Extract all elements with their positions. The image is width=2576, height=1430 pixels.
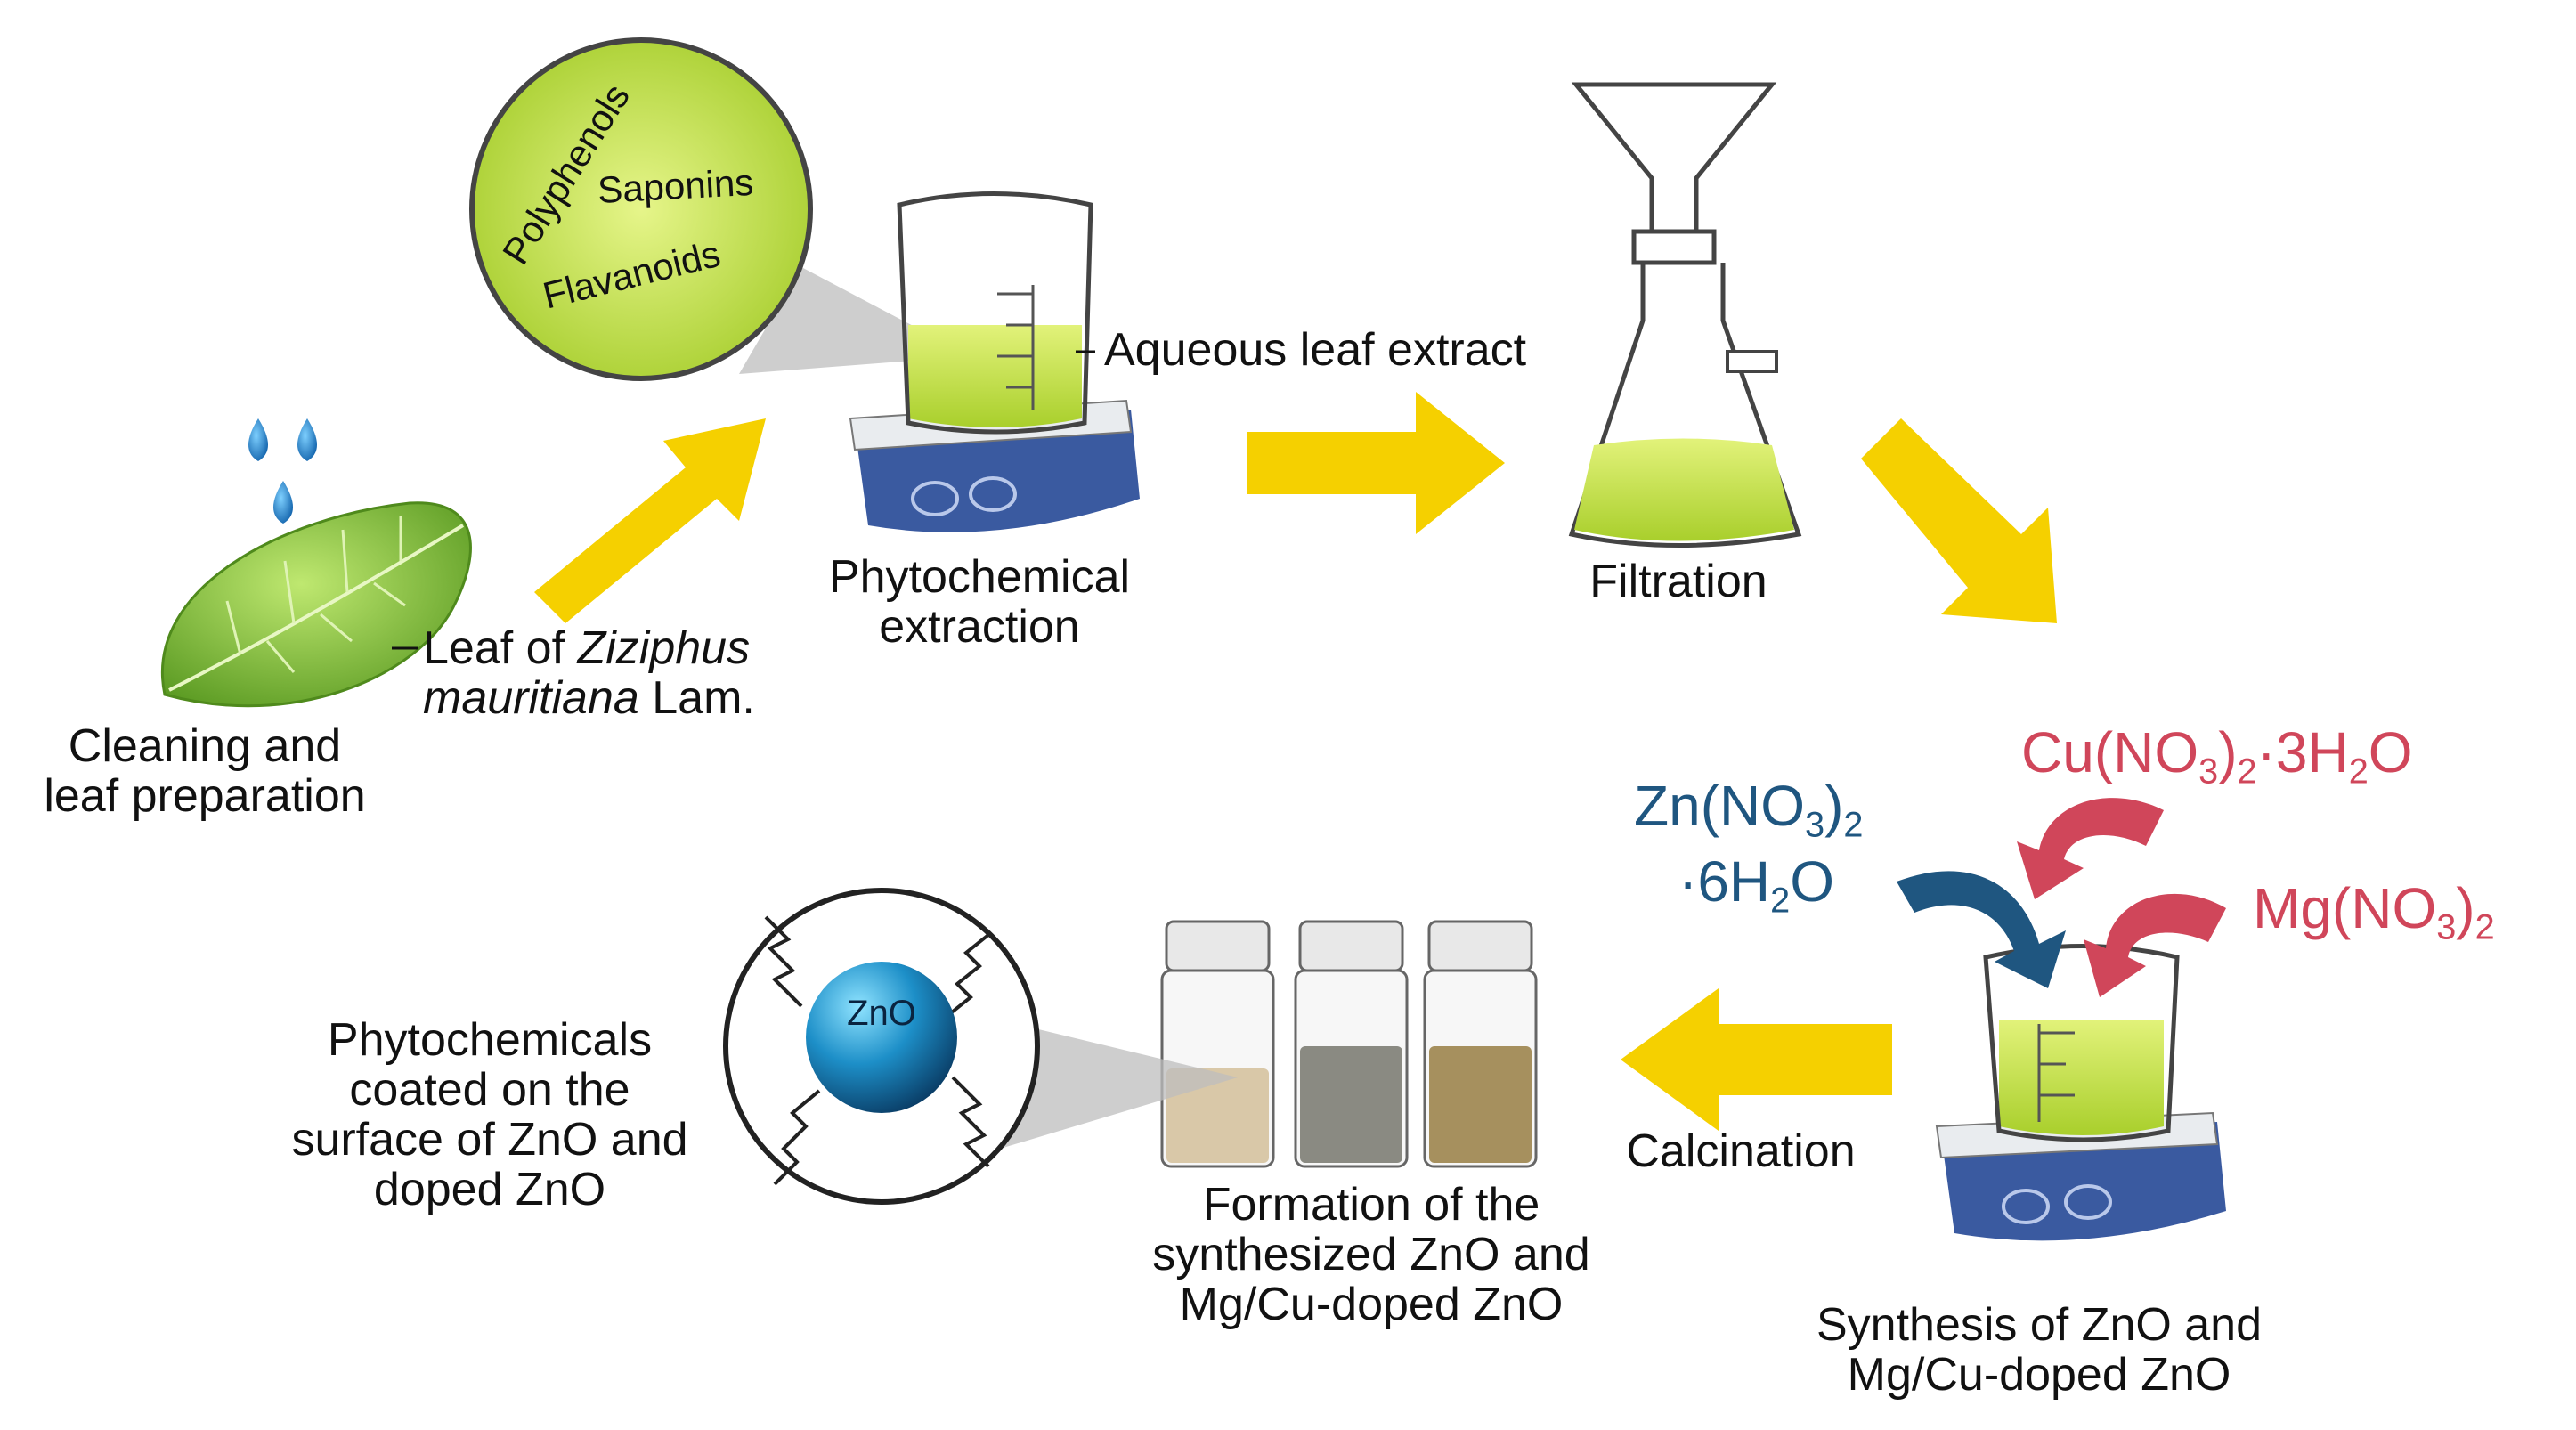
cleaning-line2: leaf preparation <box>44 770 366 822</box>
coated-line4: doped ZnO <box>373 1164 606 1215</box>
zno-particle-icon <box>806 962 957 1113</box>
vial-mg-doped <box>1423 920 1538 1168</box>
leaf-suffix: Lam. <box>638 672 755 724</box>
phytochemical-zoom-circle <box>469 37 813 381</box>
extraction-label: Phytochemical extraction <box>784 552 1175 652</box>
extraction-line2: extraction <box>879 601 1080 653</box>
coated-label: Phytochemicals coated on the surface of … <box>258 1015 721 1215</box>
vial-zno <box>1160 920 1275 1168</box>
vial-cu-doped <box>1294 920 1409 1168</box>
arrow-calcination <box>1621 988 1892 1131</box>
cleaning-line1: Cleaning and <box>68 720 342 772</box>
beaker-extraction <box>897 191 1095 435</box>
cu-reagent-arrow <box>2017 798 2164 899</box>
mg-nitrate-label: Mg(NO3)2 <box>2253 876 2495 947</box>
filtration-flask <box>1568 82 1802 548</box>
zn-nitrate-label: Zn(NO3)2 <box>1634 774 1864 845</box>
extraction-line1: Phytochemical <box>828 551 1131 603</box>
beaker-synthesis <box>1983 944 2180 1142</box>
synthesis-line1: Synthesis of ZnO and <box>1816 1299 2263 1351</box>
formation-line1: Formation of the <box>1202 1179 1540 1231</box>
synthesis-line2: Mg/Cu-doped ZnO <box>1847 1349 2231 1401</box>
leaf-species: mauritiana <box>423 672 639 724</box>
formation-line3: Mg/Cu-doped ZnO <box>1179 1279 1564 1330</box>
filtration-label: Filtration <box>1589 556 1767 607</box>
leaf-prefix: Leaf of <box>423 622 578 674</box>
calcination-label: Calcination <box>1626 1125 1856 1177</box>
mg-reagent-arrow <box>2084 893 2226 997</box>
cleaning-label: Cleaning and leaf preparation <box>18 721 392 821</box>
coated-line3: surface of ZnO and <box>291 1114 688 1166</box>
zn-reagent-arrow <box>1897 871 2066 988</box>
synthesis-label: Synthesis of ZnO and Mg/Cu-doped ZnO <box>1790 1300 2288 1400</box>
leaf-species-label: Leaf of Ziziphus mauritiana Lam. <box>423 623 755 723</box>
arrow-to-filtration <box>1247 392 1505 534</box>
coated-line1: Phytochemicals <box>327 1014 653 1066</box>
zno-particle-label: ZnO <box>847 994 916 1033</box>
arrow-to-synthesis <box>1861 418 2057 623</box>
formation-line2: synthesized ZnO and <box>1152 1229 1590 1280</box>
zn-hydrate-label: ·6H2O <box>1678 849 1834 921</box>
leaf-genus: Ziziphus <box>577 622 751 674</box>
cu-nitrate-label: Cu(NO3)2·3H2O <box>2021 720 2413 792</box>
formation-label: Formation of the synthesized ZnO and Mg/… <box>1122 1180 1621 1329</box>
water-drops-icon <box>248 418 317 524</box>
coated-line2: coated on the <box>349 1064 630 1116</box>
saponins-label: Saponins <box>597 160 755 211</box>
aqueous-extract-label: Aqueous leaf extract <box>1104 324 1527 376</box>
arrow-to-extraction <box>534 418 766 623</box>
leaf-icon <box>161 501 472 708</box>
